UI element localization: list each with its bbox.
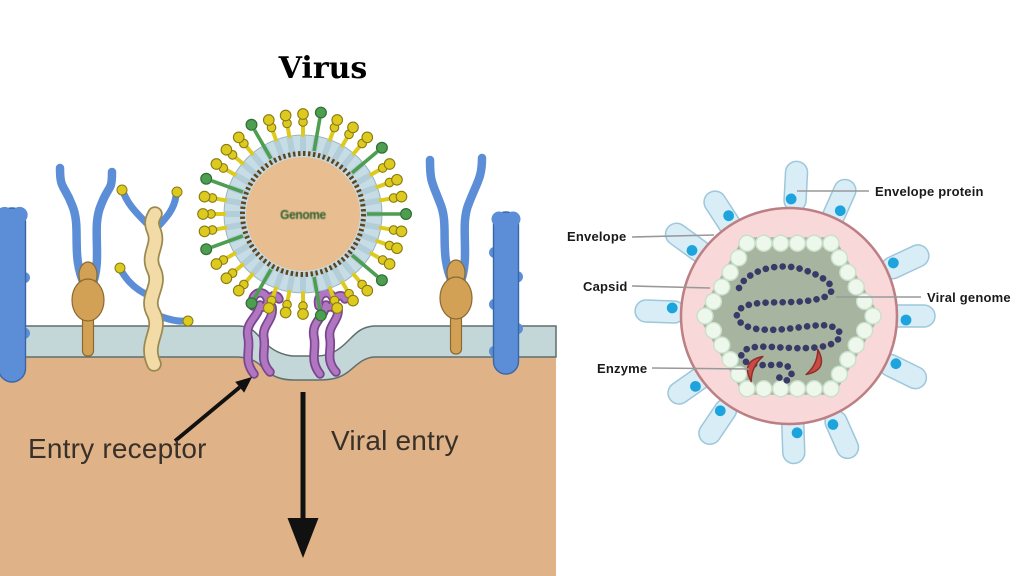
virus-core-genome-label: Genome [280, 207, 326, 222]
membrane-receptor-cream [114, 184, 194, 372]
membrane-protein-blue-left [0, 206, 30, 383]
virus-core [246, 157, 360, 271]
membrane-protein-blue-right [489, 211, 523, 375]
enzyme-right [805, 348, 823, 376]
membrane-receptor-y-left [55, 163, 117, 357]
virus-capsid-ring [240, 151, 366, 277]
virus-spikes [197, 106, 412, 322]
envelope-protein-label: Envelope protein [875, 184, 984, 199]
viral-genome-label: Viral genome [927, 290, 1011, 305]
leader-lines [631, 190, 921, 370]
envelope-label: Envelope [567, 229, 627, 244]
virus-title: Virus [278, 51, 368, 86]
entry-receptor-label: Entry receptor [28, 433, 207, 464]
entry-receptor-arrow [173, 377, 252, 443]
capsid-label: Capsid [583, 279, 628, 294]
enzyme-left [746, 355, 764, 383]
viral-entry-arrow [287, 392, 319, 558]
virus-entry-diagram [0, 106, 557, 576]
enzyme-label: Enzyme [597, 361, 648, 376]
virus-structure-diagram [631, 160, 936, 465]
viral-entry-label: Viral entry [331, 425, 459, 456]
viral-genome-squiggle [733, 263, 844, 384]
membrane-receptor-y-right [425, 153, 487, 355]
virus-particle [197, 106, 412, 322]
entry-receptor-left [242, 288, 284, 379]
cytoplasm [0, 357, 556, 576]
